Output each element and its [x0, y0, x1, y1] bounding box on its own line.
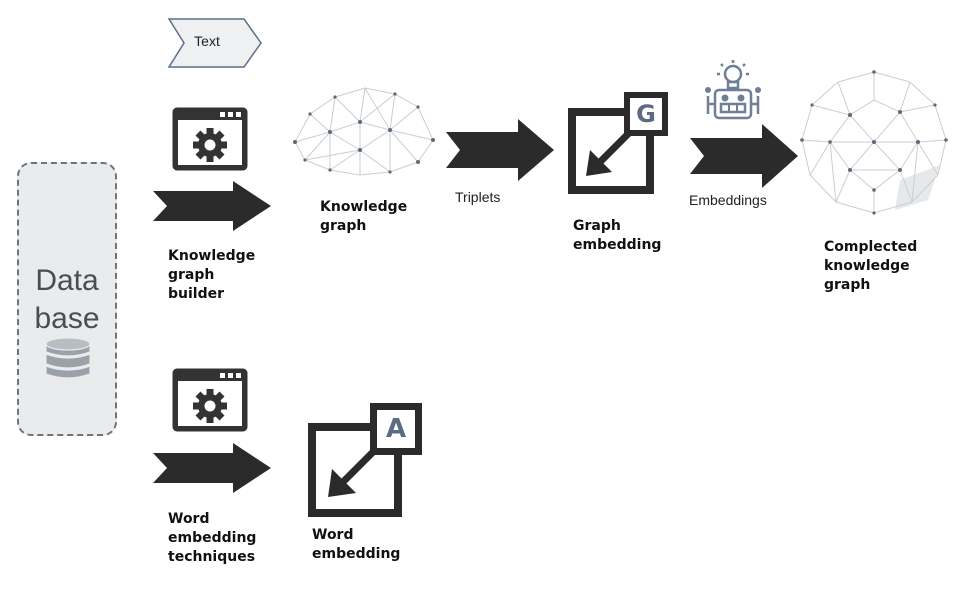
text-tag-shape: [167, 18, 262, 68]
word-embedding-techniques-label: Word embedding techniques: [168, 511, 257, 565]
word-embedding-icon: [308, 403, 422, 517]
arrow-triplets: [446, 119, 554, 181]
robot-icon: [705, 60, 761, 120]
completed-knowledge-graph-label: Complected knowledge graph: [824, 239, 918, 293]
word-embedding-label: Word embedding: [312, 527, 401, 562]
arrow-word-embedding: [153, 443, 271, 493]
knowledge-graph-mesh-icon: [293, 87, 435, 176]
graph-embedding-icon: [568, 92, 668, 194]
graph-embedding-badge: G: [636, 100, 656, 128]
triplets-label: Triplets: [455, 189, 501, 205]
knowledge-graph-label: Knowledge graph: [320, 199, 408, 234]
settings-window-icon: [172, 107, 248, 171]
database-label: Data base: [34, 264, 100, 335]
graph-embedding-label: Graph embedding: [573, 218, 662, 253]
word-embedding-badge: A: [385, 414, 407, 444]
arrow-builder: [153, 181, 271, 231]
settings-window-icon-2: [172, 368, 248, 432]
completed-knowledge-graph-icon: [800, 70, 948, 215]
database-cylinder-icon: [45, 337, 91, 379]
arrow-embeddings: [690, 124, 798, 188]
text-tag-label: Text: [194, 33, 220, 49]
database-container: [17, 162, 117, 436]
embeddings-label: Embeddings: [689, 192, 767, 208]
knowledge-graph-builder-label: Knowledge graph builder: [168, 248, 256, 302]
